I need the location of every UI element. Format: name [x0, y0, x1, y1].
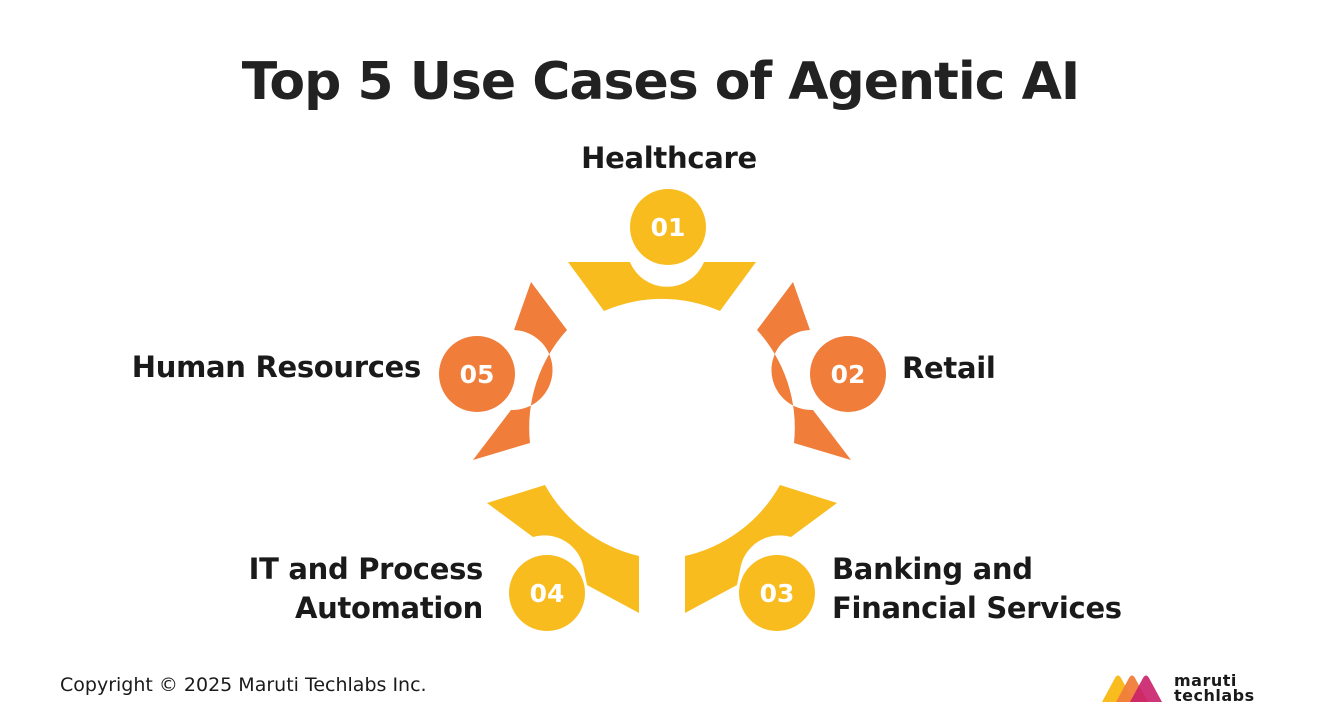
page-title: Top 5 Use Cases of Agentic AI	[241, 52, 1080, 112]
label-it-line1: IT and Process	[248, 552, 484, 586]
segment-02-shape	[757, 282, 851, 460]
logo-mark-icon	[1102, 675, 1162, 702]
badge-04: 04	[509, 555, 585, 631]
logo-wordmark: maruti techlabs	[1174, 671, 1255, 705]
badge-03: 03	[739, 555, 815, 631]
badge-03-number: 03	[759, 578, 795, 608]
label-retail: Retail	[902, 351, 996, 385]
label-healthcare: Healthcare	[581, 141, 757, 175]
label-it-automation: IT and Process Automation	[248, 550, 484, 628]
segment-04-shape	[487, 485, 639, 613]
badge-05-number: 05	[459, 359, 495, 389]
badge-04-number: 04	[529, 578, 565, 608]
logo-line1: maruti	[1174, 671, 1237, 690]
company-logo: maruti techlabs	[1100, 672, 1255, 704]
label-it-line2: Automation	[294, 591, 483, 625]
badge-02: 02	[810, 336, 886, 412]
badge-01: 01	[630, 189, 706, 265]
label-banking: Banking and Financial Services	[832, 550, 1122, 628]
badge-05: 05	[439, 336, 515, 412]
copyright-text: Copyright © 2025 Maruti Techlabs Inc.	[60, 674, 427, 696]
segment-01-shape	[568, 262, 756, 311]
label-banking-line2: Financial Services	[832, 591, 1122, 625]
label-banking-line1: Banking and	[832, 552, 1033, 586]
badge-02-number: 02	[830, 359, 866, 389]
segment-05-shape	[473, 282, 567, 460]
label-human-resources: Human Resources	[131, 350, 422, 384]
logo-line2: techlabs	[1174, 686, 1255, 705]
badge-01-number: 01	[650, 212, 686, 242]
segment-03-shape	[685, 485, 837, 613]
